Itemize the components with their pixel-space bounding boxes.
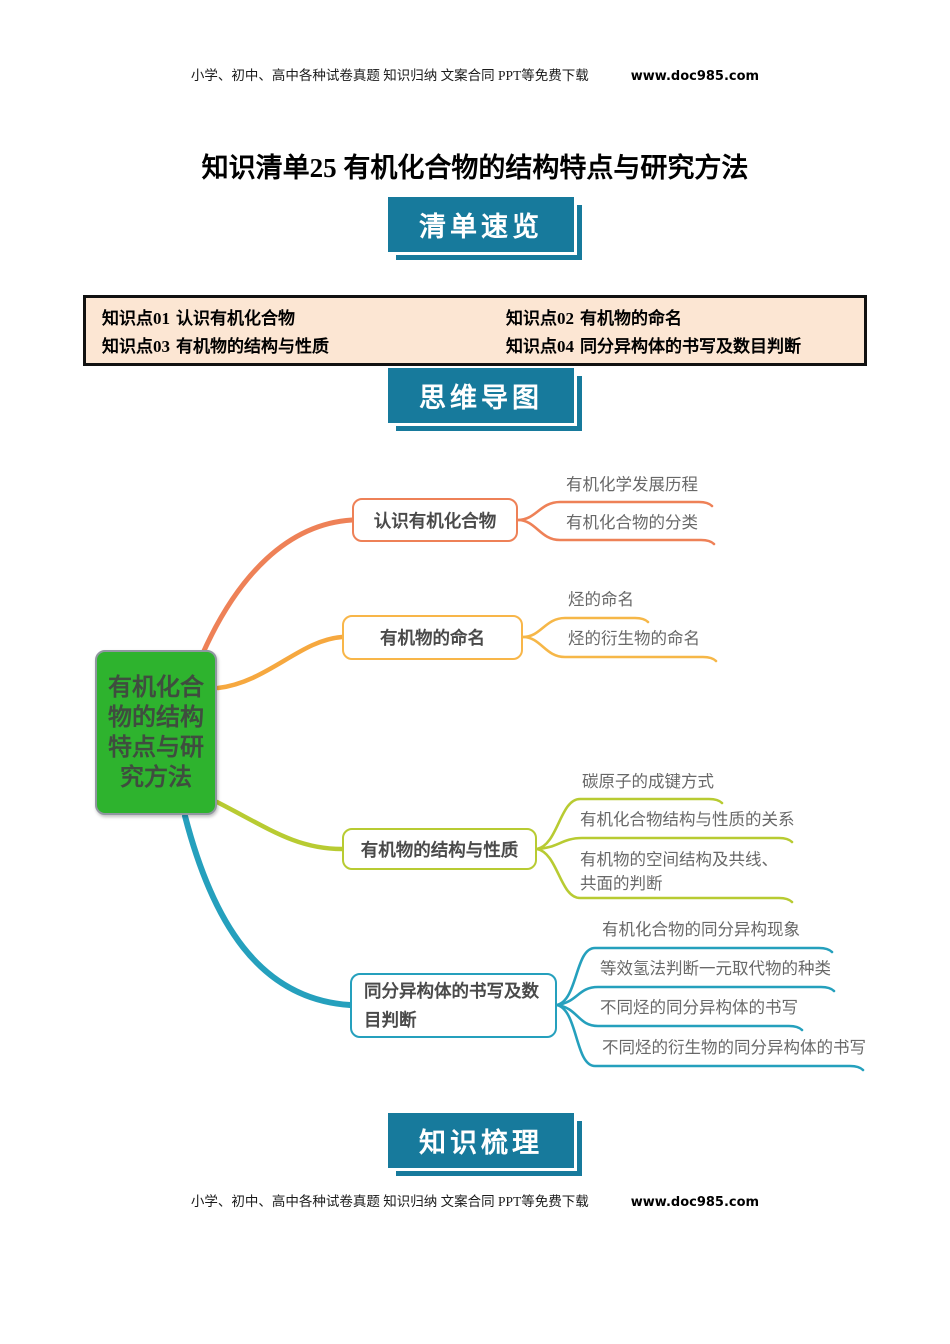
kp-title: 认识有机化合物 bbox=[176, 308, 295, 328]
footer-text: 小学、初中、高中各种试卷真题 知识归纳 文案合同 PPT等免费下载 bbox=[190, 1194, 589, 1209]
leaf-underline bbox=[521, 616, 650, 639]
mindmap-leaf: 等效氢法判断一元取代物的种类 bbox=[600, 960, 831, 978]
leaf-underline bbox=[555, 1003, 865, 1072]
kp-title: 同分异构体的书写及数目判断 bbox=[580, 337, 801, 357]
knowledge-point-03: 知识点03 有机物的结构与性质 bbox=[102, 332, 506, 357]
mindmap-leaf: 有机化学发展历程 bbox=[566, 476, 698, 494]
kp-label: 知识点02 bbox=[506, 308, 574, 328]
leaf-underline bbox=[555, 985, 836, 1007]
mindmap-leaf: 烃的衍生物的命名 bbox=[568, 630, 700, 648]
branch-curve-3 bbox=[214, 799, 345, 852]
leaf-underline bbox=[535, 847, 794, 904]
page-header: 小学、初中、高中各种试卷真题 知识归纳 文案合同 PPT等免费下载 www.doc… bbox=[0, 64, 950, 84]
leaf-underline bbox=[555, 1003, 804, 1032]
mindmap-leaf: 有机化合物结构与性质的关系 bbox=[580, 811, 795, 829]
kp-label: 知识点01 bbox=[102, 308, 170, 328]
section-banner-mindmap: 思维导图 bbox=[388, 368, 574, 423]
mindmap: 有机化合物的结构特点与研究方法 认识有机化合物 有机物的命名 有机物的结构与性质… bbox=[0, 450, 950, 1110]
branch-curve-2 bbox=[215, 634, 345, 691]
mindmap-leaf: 有机化合物的同分异构现象 bbox=[602, 921, 800, 939]
mindmap-leaf: 有机化合物的分类 bbox=[566, 514, 698, 532]
knowledge-point-02: 知识点02 有机物的命名 bbox=[506, 304, 864, 329]
knowledge-point-01: 知识点01 认识有机化合物 bbox=[102, 304, 506, 329]
footer-url-link[interactable]: www.doc985.com bbox=[630, 1195, 760, 1210]
leaf-underline bbox=[535, 836, 794, 851]
mindmap-leaf: 不同烃的衍生物的同分异构体的书写 bbox=[602, 1039, 866, 1057]
branch-curve-1 bbox=[200, 517, 355, 656]
kp-label: 知识点04 bbox=[506, 337, 574, 357]
page-footer: 小学、初中、高中各种试卷真题 知识归纳 文案合同 PPT等免费下载 www.doc… bbox=[0, 1190, 950, 1210]
section-banner-review: 知识梳理 bbox=[388, 1113, 574, 1168]
section-banner-overview: 清单速览 bbox=[388, 197, 574, 252]
mindmap-branch-node-3: 有机物的结构与性质 bbox=[342, 828, 537, 870]
leaf-underline bbox=[516, 500, 714, 522]
mindmap-leaf: 不同烃的同分异构体的书写 bbox=[600, 999, 798, 1017]
leaf-underline bbox=[555, 946, 834, 1007]
page-title: 知识清单25 有机化合物的结构特点与研究方法 bbox=[201, 153, 749, 183]
leaf-underline bbox=[535, 797, 724, 851]
kp-title: 有机物的命名 bbox=[580, 308, 682, 328]
mindmap-branch-node-2: 有机物的命名 bbox=[342, 615, 523, 660]
mindmap-root-node: 有机化合物的结构特点与研究方法 bbox=[95, 650, 217, 815]
kp-label: 知识点03 bbox=[102, 337, 170, 357]
header-text: 小学、初中、高中各种试卷真题 知识归纳 文案合同 PPT等免费下载 bbox=[190, 68, 589, 83]
mindmap-leaf: 碳原子的成键方式 bbox=[582, 773, 714, 791]
branch-curve-4 bbox=[182, 813, 353, 1008]
header-url-link[interactable]: www.doc985.com bbox=[630, 69, 760, 84]
mindmap-leaf: 烃的命名 bbox=[568, 591, 634, 609]
leaf-underline bbox=[516, 518, 716, 546]
mindmap-branch-node-4: 同分异构体的书写及数目判断 bbox=[350, 973, 557, 1038]
mindmap-curves bbox=[182, 500, 865, 1072]
leaf-underline bbox=[521, 635, 718, 663]
kp-title: 有机物的结构与性质 bbox=[176, 337, 329, 357]
knowledge-point-04: 知识点04 同分异构体的书写及数目判断 bbox=[506, 332, 864, 357]
mindmap-leaf: 有机物的空间结构及共线、共面的判断 bbox=[580, 851, 778, 893]
mindmap-branch-node-1: 认识有机化合物 bbox=[352, 498, 518, 542]
